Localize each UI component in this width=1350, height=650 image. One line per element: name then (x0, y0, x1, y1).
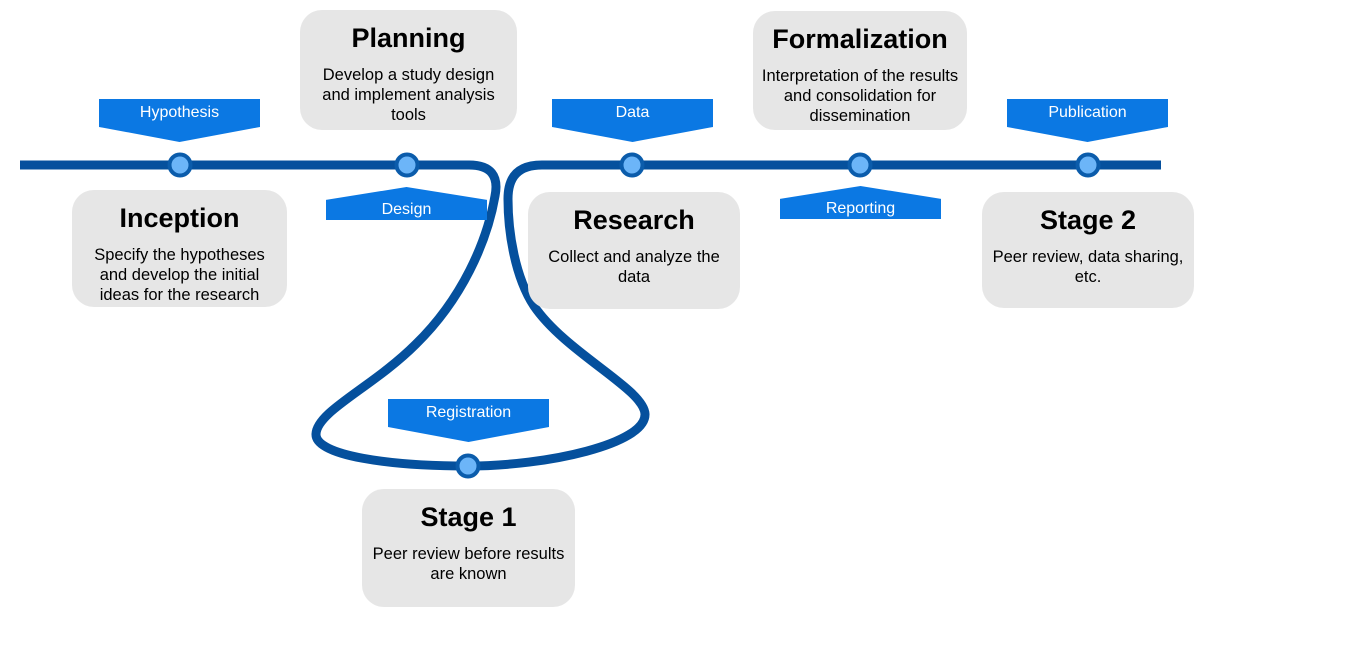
flag-registration-label: Registration (425, 404, 512, 421)
milestone-node-publication (1075, 152, 1101, 178)
flag-publication-label: Publication (1048, 104, 1127, 121)
card-research-body: Collect and analyze the data (548, 248, 720, 286)
card-formalization: Formalization Interpretation of the resu… (753, 11, 967, 130)
flag-design-label: Design (381, 201, 432, 218)
card-inception-title: Inception (119, 203, 240, 233)
milestone-node-registration (455, 453, 481, 479)
flag-hypothesis-label: Hypothesis (139, 104, 220, 121)
card-inception-body: Specify the hypotheses and develop the i… (94, 246, 265, 304)
card-stage1-title: Stage 1 (420, 502, 517, 532)
card-research-title: Research (573, 205, 695, 235)
card-research: Research Collect and analyze the data (528, 192, 740, 309)
flag-data-label: Data (615, 104, 650, 121)
milestone-node-reporting (847, 152, 873, 178)
card-planning: Planning Develop a study design and impl… (300, 10, 517, 130)
milestone-node-data (619, 152, 645, 178)
flag-reporting-label: Reporting (825, 200, 896, 217)
card-formalization-body: Interpretation of the results and consol… (761, 67, 959, 125)
card-planning-body: Develop a study design and implement ana… (322, 66, 495, 124)
card-stage2-title: Stage 2 (1039, 205, 1137, 235)
milestone-node-design (394, 152, 420, 178)
card-stage1: Stage 1 Peer review before results are k… (362, 489, 575, 607)
card-planning-title: Planning (351, 23, 466, 53)
card-stage1-body: Peer review before results are known (372, 545, 565, 583)
card-stage2-body: Peer review, data sharing, etc. (992, 248, 1184, 286)
card-inception: Inception Specify the hypotheses and dev… (72, 190, 287, 307)
card-formalization-title: Formalization (772, 24, 948, 54)
milestone-node-hypothesis (167, 152, 193, 178)
card-stage2: Stage 2 Peer review, data sharing, etc. (982, 192, 1194, 308)
